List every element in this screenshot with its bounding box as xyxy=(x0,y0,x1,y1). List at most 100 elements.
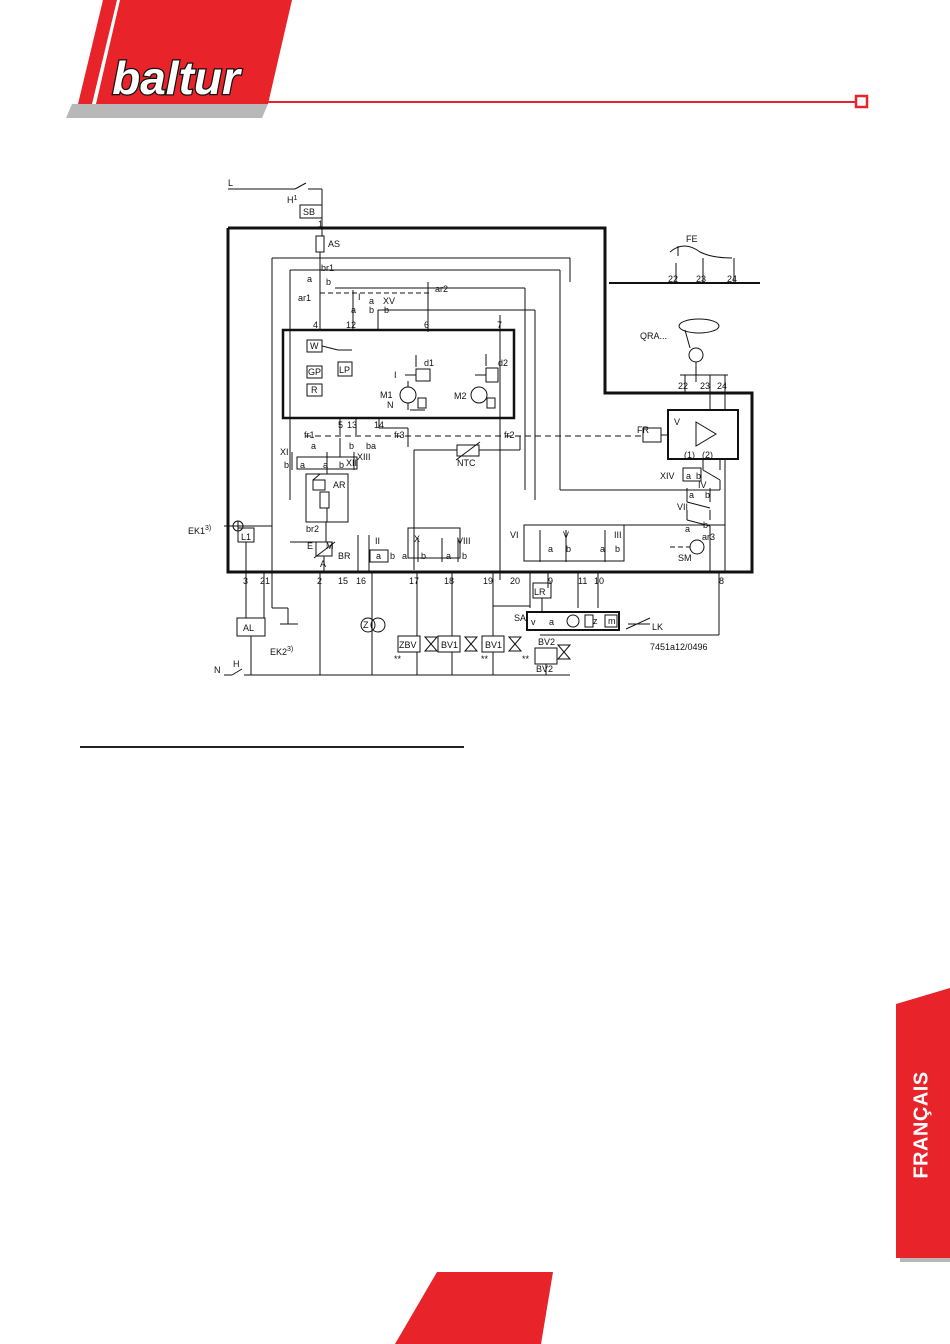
diagram-label: 20 xyxy=(510,576,520,586)
diagram-label: BV1 xyxy=(485,640,502,650)
diagram-label: M1 xyxy=(380,390,393,400)
diagram-label: 18 xyxy=(444,576,454,586)
footer-tab xyxy=(395,1272,553,1344)
diagram-label: 13 xyxy=(347,420,357,430)
diagram-label: 21 xyxy=(260,576,270,586)
diagram-label: fr3 xyxy=(394,430,405,440)
diagram-label: 11 xyxy=(578,576,587,586)
diagram-label: AS xyxy=(328,239,340,249)
diagram-label: a xyxy=(446,551,451,561)
diagram-label: a xyxy=(600,544,605,554)
diagram-label: 9 xyxy=(548,576,553,586)
diagram-label: 7 xyxy=(497,320,502,330)
diagram-label: 1 xyxy=(318,219,323,229)
diagram-label: N xyxy=(214,665,221,675)
diagram-label: VI xyxy=(510,530,519,540)
diagram-label: N xyxy=(387,400,394,410)
diagram-label: b xyxy=(615,544,620,554)
diagram-label: XIV xyxy=(660,471,675,481)
diagram-label: EK13) xyxy=(188,525,211,536)
header-rule-end-marker xyxy=(854,94,869,109)
diagram-label: d1 xyxy=(424,358,434,368)
diagram-label: LK xyxy=(652,622,663,632)
diagram-label: BV2 xyxy=(536,664,553,674)
diagram-label: b xyxy=(390,551,395,561)
diagram-label: BR xyxy=(338,551,351,561)
diagram-label: a xyxy=(323,460,328,470)
diagram-label: 17 xyxy=(409,576,419,586)
diagram-label: VIII xyxy=(457,536,471,546)
diagram-label: M2 xyxy=(454,391,467,401)
diagram-label: b xyxy=(366,441,371,451)
diagram-label: b xyxy=(566,544,571,554)
diagram-label: br2 xyxy=(306,524,319,534)
diagram-label: 15 xyxy=(338,576,348,586)
diagram-label: SM xyxy=(678,553,692,563)
diagram-label: 8 xyxy=(719,576,724,586)
diagram-label: R xyxy=(311,385,318,395)
diagram-label: SA xyxy=(514,613,526,623)
diagram-label: a xyxy=(685,524,690,534)
diagram-label: X xyxy=(414,534,420,544)
diagram-label: a xyxy=(689,490,694,500)
diagram-label: b xyxy=(696,471,701,481)
diagram-label: ** xyxy=(522,654,530,664)
diagram-label: V xyxy=(674,417,680,427)
language-tab xyxy=(890,988,950,1262)
diagram-label: L xyxy=(228,178,233,188)
diagram-label: 22 xyxy=(668,274,678,284)
diagram-label: br1 xyxy=(321,263,334,273)
diagram-label: ar3 xyxy=(702,532,715,542)
diagram-label: a xyxy=(351,305,356,315)
diagram-label: AR xyxy=(333,480,346,490)
diagram-label: a xyxy=(548,544,553,554)
diagram-label: XIII xyxy=(357,452,371,462)
diagram-label: IV xyxy=(698,480,707,490)
diagram-label: FR xyxy=(637,425,649,435)
diagram-label: NTC xyxy=(457,458,476,468)
diagram-label: 24 xyxy=(717,381,727,391)
diagram-label: EK23) xyxy=(270,646,293,657)
diagram-label: a xyxy=(307,274,312,284)
diagram-label: b xyxy=(384,305,389,315)
diagram-label: E xyxy=(307,541,313,551)
diagram-label: b xyxy=(421,551,426,561)
diagram-label: 2 xyxy=(317,576,322,586)
diagram-label: a xyxy=(376,551,381,561)
diagram-label: 24 xyxy=(727,274,737,284)
section-divider xyxy=(80,746,464,748)
diagram-label: 19 xyxy=(483,576,493,586)
diagram-label: LP xyxy=(339,365,350,375)
diagram-label: a xyxy=(300,460,305,470)
diagram-label: 5 xyxy=(338,420,343,430)
diagram-label: 23 xyxy=(696,274,706,284)
diagram-label: m xyxy=(608,616,616,626)
diagram-label: 6 xyxy=(424,320,429,330)
diagram-label: FE xyxy=(686,234,698,244)
diagram-label: ZBV xyxy=(399,640,417,650)
diagram-label: A xyxy=(320,559,326,569)
diagram-label: 4 xyxy=(313,320,318,330)
diagram-label: 22 xyxy=(678,381,688,391)
page-header: baltur xyxy=(66,0,869,118)
diagram-label: z xyxy=(593,616,598,626)
diagram-label: b xyxy=(349,441,354,451)
diagram-label: XI xyxy=(280,447,289,457)
wiring-diagram: L H1 SB 1 AS FE 22 23 24 br1 a b ar1 ar2… xyxy=(188,178,760,676)
diagram-label: ** xyxy=(394,654,402,664)
brand-name: baltur xyxy=(112,52,242,104)
diagram-label: ar1 xyxy=(298,293,311,303)
diagram-label: L1 xyxy=(241,532,251,542)
diagram-label: fr1 xyxy=(304,430,315,440)
diagram-label: d2 xyxy=(498,358,508,368)
diagram-label: ** xyxy=(481,654,489,664)
diagram-label: Z xyxy=(363,620,369,630)
diagram-label: b xyxy=(462,551,467,561)
diagram-label: a xyxy=(311,441,316,451)
baltur-logo: baltur xyxy=(66,0,292,118)
diagram-label: SB xyxy=(303,207,315,217)
diagram-label: LR xyxy=(534,587,546,597)
diagram-label: GP xyxy=(308,367,321,377)
diagram-label: H xyxy=(233,659,240,669)
diagram-label: b xyxy=(284,460,289,470)
